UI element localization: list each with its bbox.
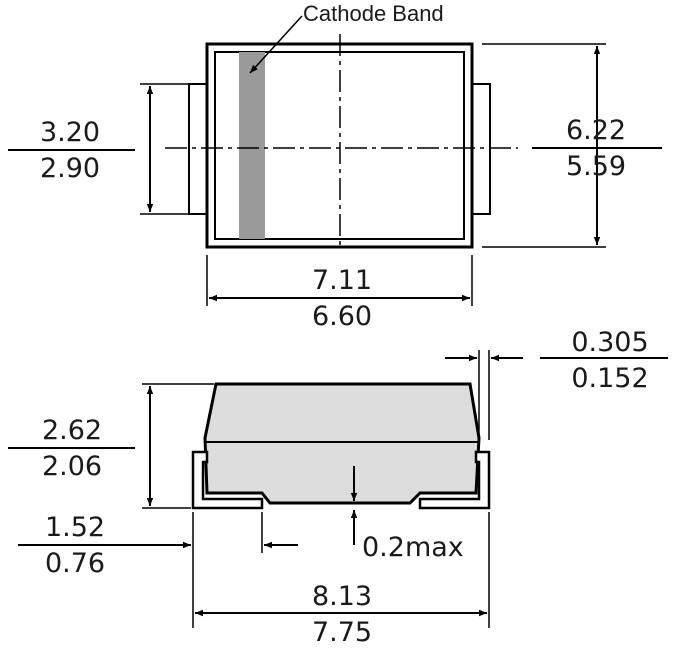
side-height-min: 2.06 [42,451,102,482]
left-lead [191,450,264,510]
top-width-min: 5.59 [566,151,626,182]
top-width-max: 6.22 [566,115,626,146]
lead-thickness-min: 0.152 [571,363,648,394]
cathode-band [239,52,265,239]
standoff-label: 0.2max [362,532,464,563]
top-length-min: 6.60 [312,301,372,332]
top-length-max: 7.11 [312,265,372,296]
lead-length-max: 1.52 [45,512,105,543]
right-lead-tab [470,83,491,215]
top-height-min: 2.90 [40,153,100,184]
top-height-max: 3.20 [40,117,100,148]
right-lead [418,450,491,510]
side-height-max: 2.62 [42,415,102,446]
left-lead-tab [188,83,209,215]
overall-length-max: 8.13 [312,581,372,612]
lead-length-min: 0.76 [45,548,105,579]
lead-thickness-max: 0.305 [571,327,648,358]
overall-length-min: 7.75 [312,617,372,648]
cathode-leader-arrow [249,15,303,74]
side-body [203,382,481,505]
side-view: 0.305 0.152 2.62 2.06 1.52 0.76 0.2max 8… [8,327,668,648]
top-view: Cathode Band 3.20 2.90 6.22 5.59 7.11 6.… [8,1,662,332]
cathode-band-label: Cathode Band [303,1,444,26]
